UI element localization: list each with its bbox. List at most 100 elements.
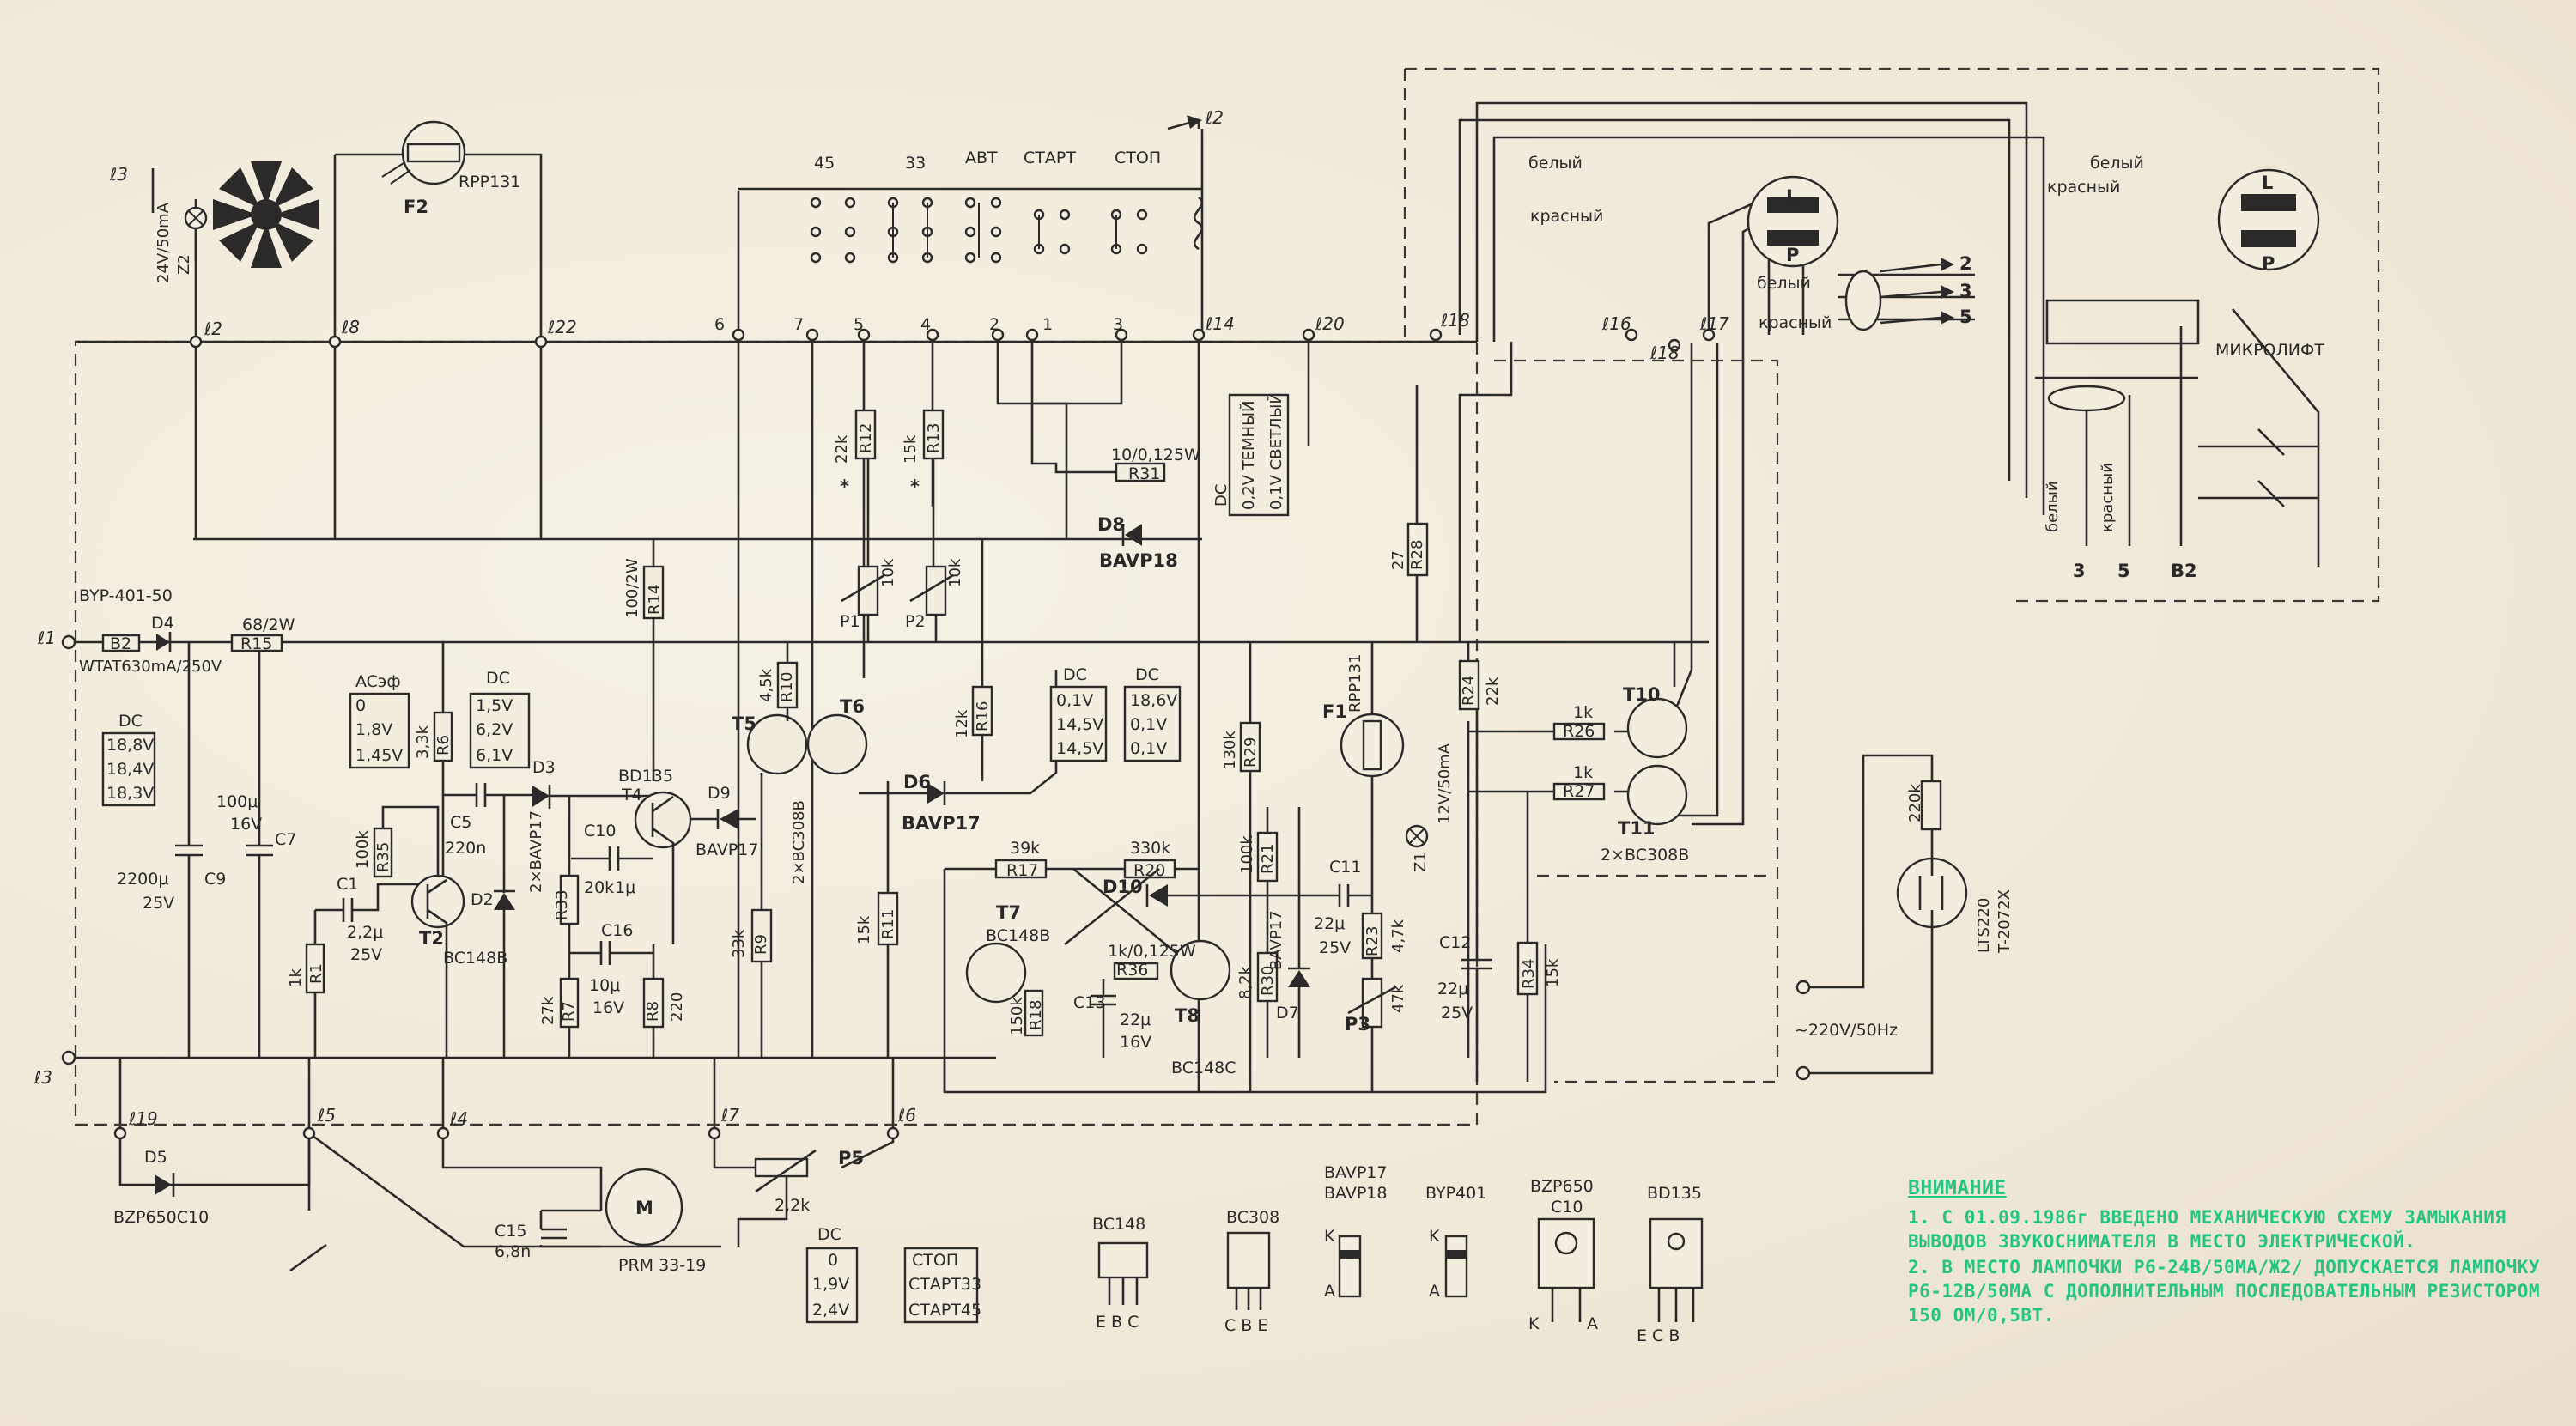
node-l18: ℓ18 <box>1440 310 1470 331</box>
label-t5: T5 <box>732 713 756 734</box>
label-r8: R8 <box>644 1001 662 1022</box>
resistor-r28-icon <box>1406 522 1429 577</box>
label-lts2: T-2072X <box>1996 889 2014 954</box>
label-r14v: 100/2W <box>623 558 641 618</box>
label-p5: P5 <box>838 1148 864 1168</box>
node-l5: ℓ5 <box>317 1105 336 1126</box>
label-c16v: 10μ <box>589 976 620 995</box>
diode-d5-icon <box>155 1174 172 1195</box>
label-motor-type: PRM 33-19 <box>618 1256 706 1275</box>
label-pin5: 5 <box>854 315 864 334</box>
node-l16: ℓ16 <box>1601 313 1631 334</box>
label-c11v: 22μ <box>1314 914 1345 933</box>
label-ac2: 1,8V <box>355 720 392 739</box>
label-r31: R31 <box>1128 464 1160 483</box>
note-item-2: 2. В МЕСТО ЛАМПОЧКИ Р6-24В/50МА/Ж2/ ДОПУ… <box>1908 1257 2541 1326</box>
label-ac1: 0 <box>355 696 366 715</box>
connector-plug-icon <box>1844 270 1882 331</box>
capacitor-c9-icon <box>175 642 203 1058</box>
label-r10v: 4,5k <box>757 668 775 702</box>
motor-icon <box>605 1168 683 1247</box>
transistor-t8-icon <box>1170 939 1231 1001</box>
label-coil-l: L <box>1786 186 1797 207</box>
label-beliy3: белый <box>2090 154 2144 173</box>
label-dc2: DC <box>486 669 510 688</box>
label-r13: R13 <box>925 423 943 453</box>
label-r36: R36 <box>1116 961 1148 980</box>
label-mode3: СТАРТ45 <box>908 1301 981 1320</box>
node-l1: ℓ1 <box>37 628 56 648</box>
label-r27: R27 <box>1563 782 1595 801</box>
label-c7v: 100μ <box>216 792 258 811</box>
label-r17v: 39k <box>1010 839 1040 858</box>
switch-block <box>810 196 1204 264</box>
resistor-r24-icon <box>1458 659 1480 711</box>
label-c9v2: 25V <box>143 894 174 913</box>
lamp-z2-icon <box>184 206 208 230</box>
label-c9: C9 <box>204 870 226 889</box>
label-c7v2: 16V <box>230 815 262 834</box>
label-r21: R21 <box>1259 844 1277 874</box>
label-b3: 3 <box>2073 561 2086 581</box>
label-dc5: DC <box>817 1225 841 1244</box>
potentiometer-p1-icon <box>857 565 879 616</box>
label-dc4a: 18,6V <box>1130 691 1177 710</box>
label-c7: C7 <box>275 830 296 849</box>
label-r26v: 1k <box>1573 703 1593 722</box>
node-l6: ℓ6 <box>897 1105 916 1126</box>
label-r24v: 22k <box>1484 677 1502 706</box>
label-t8t: BC148C <box>1171 1059 1236 1077</box>
label-z2: Z2 <box>175 254 193 275</box>
label-c1v: 2,2μ <box>347 923 383 942</box>
label-r21v: 100k <box>1238 835 1256 874</box>
label-r30: R30 <box>1259 966 1277 996</box>
label-out3: 3 <box>1959 281 1972 301</box>
label-pk-a: A <box>1324 1282 1335 1301</box>
potentiometer-p5-icon <box>754 1157 809 1178</box>
label-mikrolift: МИКРОЛИФТ <box>2215 341 2324 360</box>
label-d6t: BAVP17 <box>902 813 981 834</box>
label-c11: C11 <box>1329 858 1361 877</box>
label-r11v: 15k <box>855 915 873 944</box>
label-r1v: 1k <box>287 968 305 987</box>
label-r11: R11 <box>879 909 897 939</box>
label-mode2: СТАРТ33 <box>908 1275 981 1294</box>
label-bd135: BD135 <box>618 767 673 786</box>
label-dc2c: 6,1V <box>476 746 513 765</box>
label-dc4c: 0,1V <box>1130 739 1167 758</box>
ac-box <box>349 692 410 769</box>
label-ac3: 1,45V <box>355 746 403 765</box>
label-r24: R24 <box>1460 676 1478 706</box>
label-r17: R17 <box>1006 861 1038 880</box>
label-d5t: BZP650C10 <box>113 1208 209 1227</box>
label-avt: АВТ <box>965 149 998 167</box>
label-d6: D6 <box>903 772 931 792</box>
attention-note: ВНИМАНИЕ 1. С 01.09.1986г ВВЕДЕНО МЕХАНИ… <box>1908 1176 2561 1329</box>
label-c1v2: 25V <box>350 945 382 964</box>
label-r34v: 15k <box>1544 958 1562 987</box>
label-d3: D3 <box>532 758 556 777</box>
node-l7: ℓ7 <box>720 1105 739 1126</box>
label-coil-l2: L <box>2262 173 2273 193</box>
dc-level-box <box>1228 393 1290 517</box>
label-d7t: BAVP17 <box>1267 910 1285 970</box>
label-r29v: 130k <box>1221 731 1239 769</box>
label-r14: R14 <box>646 585 664 615</box>
label-r12v: 22k <box>833 434 851 464</box>
label-mains: ~220V/50Hz <box>1795 1021 1898 1040</box>
node-l17: ℓ17 <box>1699 313 1729 334</box>
label-d9: D9 <box>708 784 731 803</box>
label-krasniy4: красный <box>2099 463 2117 532</box>
resistor-r36-icon <box>1113 962 1159 980</box>
label-dc4b: 0,1V <box>1130 715 1167 734</box>
label-r9: R9 <box>752 934 770 955</box>
label-r6v: 3,3k <box>414 725 432 759</box>
label-r33: R33 <box>553 890 571 920</box>
label-temn: 0,2V ТЕМНЫЙ <box>1239 401 1258 510</box>
label-mode1: СТОП <box>912 1251 958 1270</box>
label-krasniy2: красный <box>1759 313 1832 332</box>
label-pin6: 6 <box>714 315 725 334</box>
label-p5v: 2,2k <box>775 1196 810 1215</box>
